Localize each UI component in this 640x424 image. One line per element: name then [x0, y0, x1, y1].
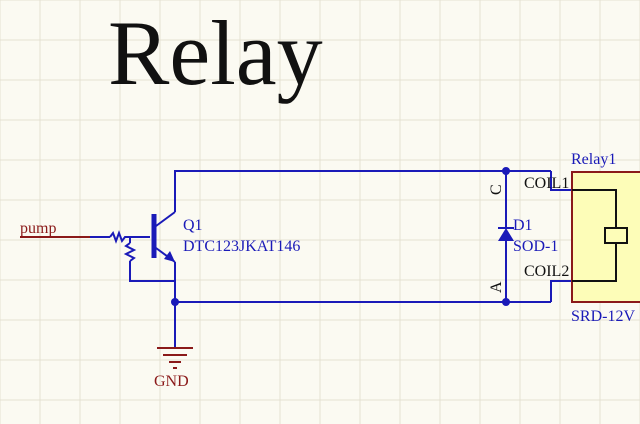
emitter-arrow-icon: [164, 251, 175, 262]
ground-symbol[interactable]: GND: [154, 302, 193, 390]
pump-net-label: pump: [20, 220, 56, 237]
coil2-wire[interactable]: [550, 280, 572, 302]
relay-pin-coil1-label: COIL1: [524, 175, 569, 192]
schematic-title: Relay: [108, 2, 323, 104]
relay-pin-coil2-label: COIL2: [524, 263, 569, 280]
diode-d1[interactable]: D1 SOD-1 C A: [488, 171, 558, 302]
ground-net-label: GND: [154, 373, 189, 390]
d1-designator: D1: [513, 217, 533, 234]
relay-1[interactable]: Relay1 COIL1 COIL2 SRD-12V: [524, 151, 640, 325]
relay-part-number: SRD-12V: [571, 308, 635, 325]
relay-coil-top-lead: [572, 189, 617, 228]
relay-designator: Relay1: [571, 151, 616, 168]
relay-coil-icon: [604, 227, 628, 244]
bias-resistor-bottom-lead: [129, 261, 175, 282]
collector-lead: [155, 211, 176, 227]
diode-pin-c-label: C: [488, 184, 505, 195]
q1-part-number: DTC123JKAT146: [183, 238, 300, 255]
coil1-wire[interactable]: [550, 171, 572, 191]
transistor-q1[interactable]: Q1 DTC123JKAT146: [109, 211, 300, 282]
d1-package: SOD-1: [513, 238, 558, 255]
bias-resistor: [123, 242, 137, 262]
diode-triangle-icon: [498, 228, 514, 241]
relay-coil-bottom-lead: [572, 243, 617, 282]
diode-pin-a-label: A: [488, 281, 505, 293]
collector-net-wire[interactable]: [174, 170, 551, 212]
base-resistor: [109, 230, 128, 244]
q1-designator: Q1: [183, 217, 203, 234]
